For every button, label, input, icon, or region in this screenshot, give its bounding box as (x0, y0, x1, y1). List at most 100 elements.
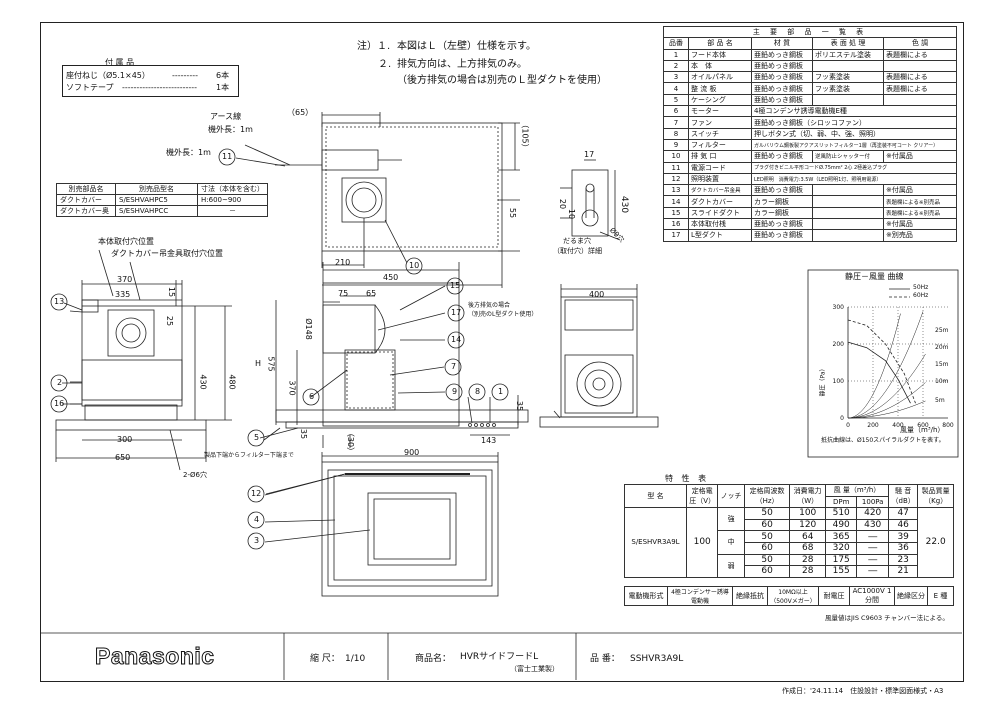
dim-210: 210 (335, 258, 351, 267)
spec-table: 型 名 定格電圧（V） ノッチ 定格周波数（Hz） 消費電力（W） 風 量（m³… (624, 483, 954, 578)
dim-300: 300 (117, 435, 133, 444)
label-hole-detail2: （取付穴）詳細 (553, 247, 602, 255)
spec-withstand-label: 耐電圧 (818, 586, 850, 606)
leader-lines (62, 157, 491, 495)
dim-900: 900 (404, 448, 420, 457)
model-label: 品 番： (590, 654, 620, 664)
spec-header-airflow: 風 量（m³/h） (824, 484, 889, 497)
spec-cell: 28 (789, 553, 826, 567)
dim-65-front: 65 (366, 289, 377, 298)
accessory-1-qty: 6本 (216, 71, 230, 80)
label-rear-exhaust2: （別売のL型ダクト使用） (468, 311, 538, 318)
product-name: HVRサイドフードL (460, 652, 539, 662)
accessory-2-qty: 1本 (216, 83, 230, 92)
callout-16: 16 (54, 399, 65, 408)
spec-sub-100pa: 100Pa (856, 495, 889, 509)
spec-cell: 64 (789, 530, 826, 543)
dim-480: 480 (227, 374, 237, 390)
callout-17: 17 (451, 308, 462, 317)
dim-15: 15 (167, 286, 177, 298)
dim-430-detail: 430 (619, 195, 630, 214)
label-hole-note: 2-Ø6穴 (183, 471, 207, 479)
callout-5: 5 (254, 433, 260, 442)
note-3: （後方排気の場合は別売のＬ型ダクトを使用） (397, 75, 607, 86)
pq-note: 抵抗曲線は、Ø150スパイラルダクトを表す。 (821, 437, 945, 444)
pq-resistance-curve (847, 382, 926, 419)
spec-cell: 36 (887, 541, 919, 555)
pq-duct-20: 20m (935, 344, 949, 351)
pq-x-tick: 200 (867, 422, 879, 429)
pq-resistance-curve (847, 311, 924, 419)
dim-400: 400 (589, 290, 605, 299)
pq-x-tick: 400 (892, 422, 904, 429)
spec-cell: 47 (887, 507, 919, 520)
callout-6: 6 (309, 392, 315, 401)
spec-cell: 320 (824, 541, 858, 555)
callout-13: 13 (54, 297, 65, 306)
pq-xlabel: 風量（m³/h） (900, 426, 945, 434)
pq-series-50Hz (847, 341, 911, 404)
spec-cell: 39 (887, 530, 919, 543)
note-2-num: ２. (378, 59, 392, 70)
pq-y-tick: 0 (840, 415, 844, 422)
dim-30: （30） (346, 428, 356, 456)
callout-2: 2 (57, 378, 63, 387)
parts-cell: 17 (663, 229, 689, 242)
pq-x-tick: 0 (846, 422, 850, 429)
pq-resistance-curve (847, 313, 901, 419)
top-view (244, 112, 520, 288)
spec-cell: 60 (743, 518, 791, 532)
label-mount-pos: 本体取付穴位置 (98, 237, 154, 246)
dim-650: 650 (115, 453, 131, 462)
pq-duct-10: 10m (935, 378, 949, 385)
callout-12: 12 (251, 489, 262, 498)
spec-cell: ― (856, 565, 889, 578)
dim-105: （105） (520, 120, 530, 152)
dim-65-top: （65） (287, 108, 314, 117)
spec-header-freq: 定格周波数（Hz） (743, 483, 791, 509)
spec-cell: 28 (789, 565, 826, 578)
pq-y-tick: 300 (833, 304, 845, 311)
pq-duct-15: 15m (935, 361, 949, 368)
spec-header-mass: 製品質量（Kg） (917, 483, 954, 509)
callout-circles (50, 148, 509, 550)
spec-cell: 155 (824, 565, 858, 578)
pq-legend-50: 50Hz (913, 284, 929, 291)
product-maker: （富士工業製） (510, 665, 559, 673)
spec-header-noise: 騒 音（dB） (887, 483, 919, 509)
spec-motor: 4極コンデンサー誘導電動機 (667, 586, 733, 606)
spec-standard: 風量値はJIS C9603 チャンバー法による。 (825, 614, 949, 622)
right-side-view (539, 284, 659, 428)
dim-20: 20 (558, 198, 568, 210)
footer-date: 作成日：'24.11.14 住設設計・標準図面様式・A3 (782, 687, 944, 695)
pq-resistance-curve (847, 353, 926, 419)
left-side-view (55, 249, 232, 471)
callout-3: 3 (254, 536, 260, 545)
spec-withstand: AC1000V 1分間 (849, 586, 895, 606)
optional-parts-table: 別売部品名 別売品型名 寸法（本体を含む） ダクトカバー S/ESHVAHPC5… (56, 183, 268, 217)
callout-15: 15 (450, 281, 461, 290)
spec-cell: 60 (743, 565, 791, 578)
front-view (263, 262, 529, 448)
pq-y-tick: 100 (833, 378, 845, 385)
label-duct-hanger-pos: ダクトカバー吊金具取付穴位置 (111, 249, 223, 258)
accessories-title: 付 属 品 (105, 58, 135, 67)
spec-mass: 22.0 (917, 507, 954, 578)
label-rear-exhaust: 後方排気の場合 (468, 302, 511, 309)
dim-35-right: 35 (515, 400, 525, 412)
callout-4: 4 (254, 515, 260, 524)
spec-cell: 120 (789, 518, 826, 532)
spec-cell: 60 (743, 541, 791, 555)
